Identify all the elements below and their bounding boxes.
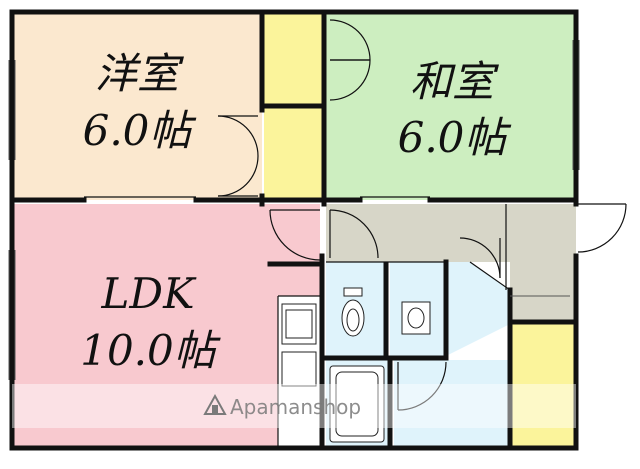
bathtub: [329, 365, 385, 443]
western-room-name: 洋室: [95, 49, 184, 98]
fixtures: [281, 287, 431, 443]
watermark-text: Apamanshop: [230, 395, 361, 419]
japanese-room-name: 和室: [410, 57, 499, 106]
closet-upper: [264, 12, 324, 104]
ldk-name: LDK: [101, 269, 198, 318]
hall-lower-area: [394, 360, 508, 448]
windows: [8, 40, 580, 380]
watermark-logo-icon: [203, 393, 227, 415]
japanese-room-area: [326, 12, 576, 200]
entry-genkan-area: [510, 204, 576, 320]
wash-basin: [401, 301, 431, 335]
washroom-corner-area: [446, 262, 510, 356]
kitchen-sink: [281, 303, 317, 345]
kitchen-stove: [281, 351, 317, 387]
toilet-bowl: [341, 299, 365, 337]
watermark-band: [12, 384, 576, 428]
closet-lower: [264, 108, 324, 200]
closet-right: [512, 324, 574, 448]
thin-partitions: [84, 196, 511, 448]
ldk-size: 10.0帖: [80, 326, 221, 375]
western-room-area: [12, 12, 262, 200]
western-room-size: 6.0帖: [83, 106, 197, 155]
doors: [217, 19, 627, 411]
walls: [9, 9, 579, 451]
toilet-tank: [343, 287, 363, 297]
japanese-room-size: 6.0帖: [398, 113, 512, 162]
ldk-area: [12, 204, 320, 448]
